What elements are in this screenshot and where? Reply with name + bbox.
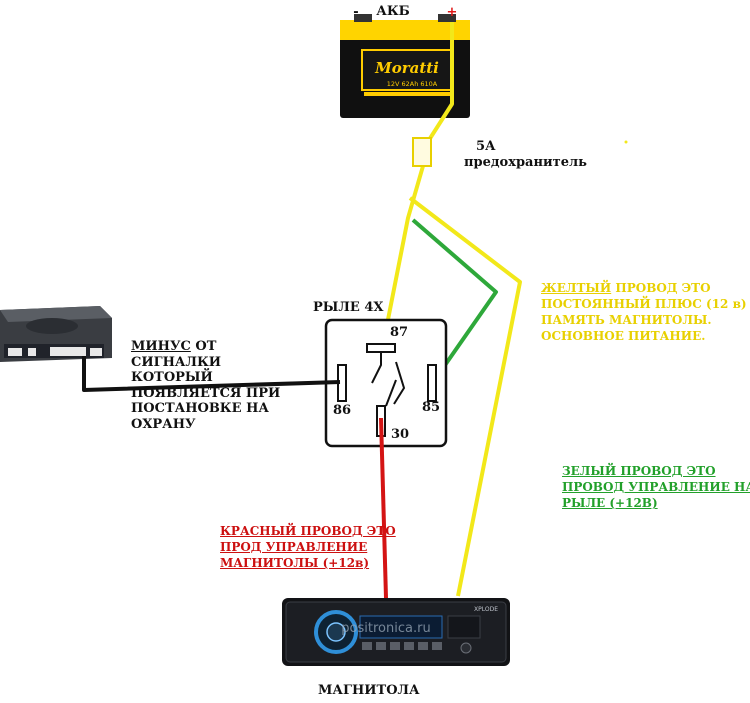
battery-brand-text: Moratti [374,59,439,77]
fuse-label: 5А предохранитель [464,139,587,172]
alarm-note-line4: ПОЯВЛЯЕТСЯ ПРИ [131,385,281,401]
alarm-note-underlined: МИНУС [131,339,191,354]
fuse-rating: 5А [476,139,496,154]
red-note-line2: ПРОД УПРАВЛЕНИЕ [220,540,368,554]
red-wire-note: КРАСНЫЙ ПРОВОД ЭТО ПРОД УПРАВЛЕНИЕ МАГНИ… [220,523,396,571]
yellow-note-line2: ПОСТОЯННЫЙ ПЛЮС (12 в) - [541,297,750,311]
alarm-note-line1-rest: ОТ [190,339,217,354]
battery-image: Moratti 12V 62Ah 610A АКБ - + [340,4,470,118]
relay-image [324,318,448,448]
relay-pin-30: 30 [391,427,410,442]
yellow-note-line4: ОСНОВНОЕ ПИТАНИЕ. [541,329,706,343]
yellow-wire-fuse-to-relay [381,165,425,346]
green-note-line1: ЗЕЛЫЙ ПРОВОД ЭТО [562,464,716,478]
radio-label: МАГНИТОЛА [318,683,420,698]
green-wire [411,218,498,380]
yellow-wire-battery-to-fuse [427,22,454,142]
black-wire [82,356,341,392]
red-note-line3: МАГНИТОЛЫ (+12в) [220,556,370,570]
yellow-note-underlined: ЖЕЛТЫЙ [541,281,612,295]
alarm-unit-image [0,306,112,362]
alarm-note-line3: КОТОРЫЙ [131,370,213,385]
battery-label: АКБ [376,4,410,19]
car-radio-image: XPLODE positronica.ru [282,598,510,666]
fuse-image [412,137,432,167]
yellow-wire-to-radio [408,196,522,597]
battery-spec-text: 12V 62Ah 610A [387,80,438,88]
red-wire [379,417,388,599]
yellow-wire-note: ЖЕЛТЫЙ ПРОВОД ЭТО ПОСТОЯННЫЙ ПЛЮС (12 в)… [541,280,750,344]
yellow-wires [381,22,522,597]
stray-yellow-dot [624,140,628,144]
alarm-note: МИНУС ОТ СИГНАЛКИ КОТОРЫЙ ПОЯВЛЯЕТСЯ ПРИ… [131,339,280,432]
radio-model-text: XPLODE [474,606,498,613]
alarm-note-line6: ОХРАНУ [131,416,196,432]
yellow-note-line3: ПАМЯТЬ МАГНИТОЛЫ. [541,313,712,327]
battery-minus-sign: - [353,5,358,20]
battery-plus-sign: + [447,5,458,20]
green-wire-note: ЗЕЛЫЙ ПРОВОД ЭТО ПРОВОД УПРАВЛЕНИЕ НА РЫ… [562,463,750,511]
radio-watermark: positronica.ru [341,621,430,636]
alarm-note-line5: ПОСТАНОВКЕ НА [131,401,269,416]
fuse-name: предохранитель [464,155,587,171]
green-note-line2: ПРОВОД УПРАВЛЕНИЕ НА [562,480,750,494]
green-note-line3: РЫЛЕ (+12В) [562,496,658,510]
red-note-line1: КРАСНЫЙ ПРОВОД ЭТО [220,524,396,538]
relay-pin-85: 85 [422,400,441,415]
relay-title: РЫЛЕ 4Х [313,300,384,315]
relay-pin-86: 86 [333,403,352,418]
alarm-note-line2: СИГНАЛКИ [131,354,222,370]
relay-pin-87: 87 [390,325,409,340]
yellow-note-line1-rest: ПРОВОД ЭТО [611,281,711,295]
